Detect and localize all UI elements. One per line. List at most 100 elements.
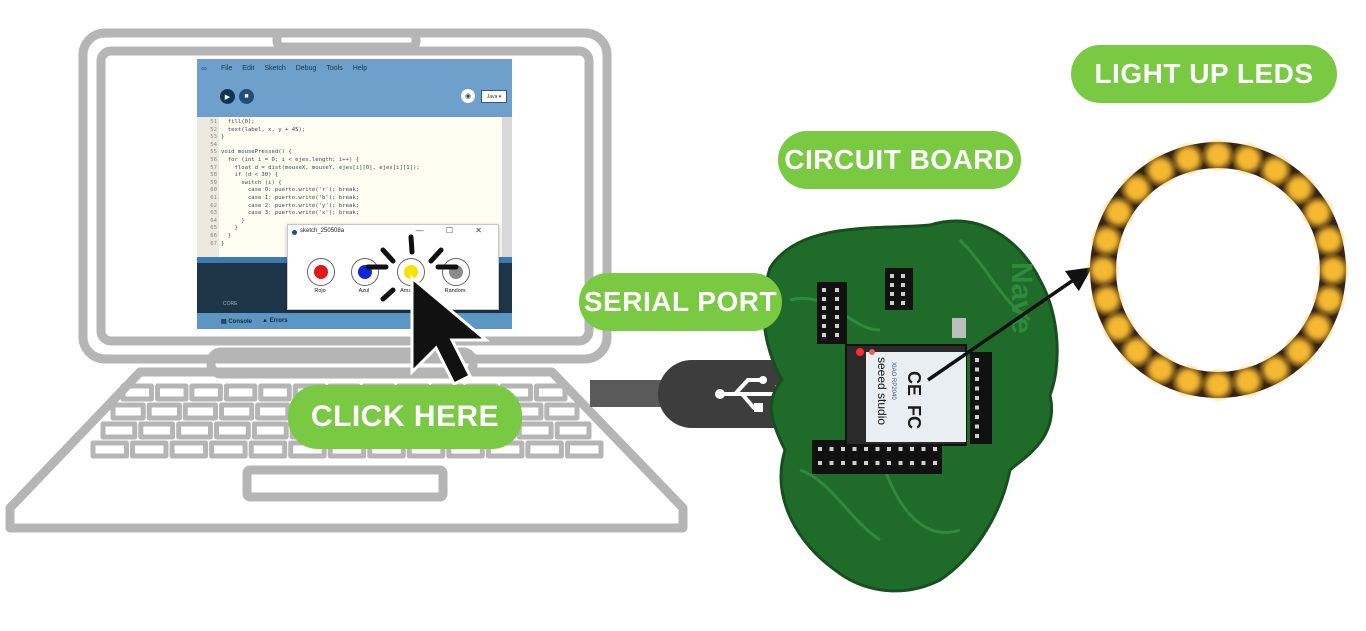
run-button[interactable]: ▶ (220, 89, 235, 104)
editor-scrollbar[interactable] (502, 117, 512, 257)
keyboard-key (223, 383, 258, 402)
code-text: for (int i = 0; i < ejes.length; i++) { (221, 156, 360, 163)
menu-item-file[interactable]: File (221, 64, 233, 72)
code-line: 61 case 1: puerto.write('b'); break; (197, 195, 420, 203)
console-tab-label: Console (228, 318, 253, 325)
menu-item-help[interactable]: Help (352, 64, 368, 72)
code-text: case 1: puerto.write('b'); break; (221, 194, 360, 201)
code-text: case 3: puerto.write('x'); break; (221, 210, 360, 217)
popup-title: sketch_250508a (300, 228, 345, 234)
line-number: 67 (210, 240, 217, 247)
line-number: 63 (210, 210, 217, 217)
code-text: float d = dist(mouseX, mouseY, ejes[i][0… (221, 164, 420, 171)
red-dot (314, 265, 328, 279)
menu-item-debug[interactable]: Debug (295, 64, 317, 72)
line-number: 61 (210, 194, 217, 201)
keyboard-key (155, 383, 189, 402)
keyboard-key (189, 383, 223, 402)
serial-monitor-button[interactable]: ◉ (461, 89, 475, 103)
line-number-gutter (197, 117, 219, 257)
line-number: 66 (210, 232, 217, 239)
code-line: 66 } (197, 233, 420, 241)
code-line: 51 fill(0); (197, 119, 420, 127)
keyboard-key (525, 440, 564, 459)
keyboard-key (209, 440, 248, 459)
code-text: if (d < 30) { (221, 172, 279, 179)
laptop-base (5, 367, 688, 533)
code-editor[interactable]: 51 fill(0);52 text(label, x, y + 45);53}… (197, 117, 502, 257)
red-button-label: Rojo (314, 288, 326, 294)
code-line: 54 (197, 142, 420, 150)
code-line: 57 float d = dist(mouseX, mouseY, ejes[i… (197, 164, 420, 173)
keyboard-key (169, 440, 209, 459)
keyboard-key (534, 383, 568, 402)
code-text: fill(0); (221, 119, 255, 125)
line-number: 58 (210, 172, 217, 179)
yellow-led-button[interactable] (397, 258, 425, 286)
line-number: 57 (210, 164, 217, 171)
code-line: 60 case 0: puerto.write('r'); break; (197, 187, 420, 195)
stop-button[interactable]: ■ (239, 89, 254, 104)
keyboard-key (214, 421, 251, 440)
line-number: 53 (210, 134, 217, 141)
code-line: 65 } (197, 225, 420, 233)
console-text: CORE (223, 301, 238, 307)
mode-select[interactable]: Java ▾ (481, 90, 507, 103)
circuit-board-label: CIRCUIT BOARD (778, 131, 1021, 189)
code-line: 53} (197, 134, 420, 142)
keyboard-key (146, 402, 182, 421)
menu-item-tools[interactable]: Tools (326, 64, 343, 72)
code-line: 52 text(label, x, y + 45); (197, 127, 420, 135)
keyboard-key (565, 440, 604, 459)
keyboard-key (248, 440, 288, 459)
code-text: case 0: puerto.write('r'); break; (221, 187, 360, 194)
errors-tab-label: Errors (269, 318, 288, 324)
light-up-leds-label: LIGHT UP LEDS (1071, 45, 1337, 103)
keyboard-key (544, 402, 580, 421)
console-tab[interactable]: ▤ Console (221, 318, 252, 325)
code-text: text(label, x, y + 45); (221, 126, 306, 133)
warning-icon: ▲ (262, 318, 270, 324)
line-number: 55 (210, 149, 217, 156)
red-led-button[interactable] (307, 258, 335, 286)
code-text: } (221, 232, 232, 239)
errors-tab[interactable]: ▲ Errors (262, 318, 288, 324)
code-text: } (221, 134, 225, 141)
code-line: 63 case 3: puerto.write('x'); break; (197, 210, 420, 218)
code-line: 62 case 2: puerto.write('y'); break; (197, 203, 420, 211)
infinity-icon: ∞ (201, 63, 207, 73)
play-icon: ▶ (224, 93, 231, 101)
yellow-dot (404, 265, 418, 279)
line-number: 56 (210, 156, 217, 163)
line-number: 65 (210, 225, 217, 232)
code-text: void mousePressed() { (221, 149, 292, 156)
line-number: 64 (210, 217, 217, 224)
menu-item-sketch[interactable]: Sketch (264, 64, 286, 72)
code-text: } (221, 225, 238, 232)
click-here-label: CLICK HERE (288, 385, 522, 449)
keyboard-key (258, 383, 292, 402)
processing-icon (292, 230, 297, 235)
blue-led-button[interactable] (351, 258, 379, 286)
code-line: 58 if (d < 30) { (197, 172, 420, 180)
code-text: switch (i) { (221, 179, 282, 186)
ide-toolbar: ▶ ■ ◉ Java ▾ sketch_250508a ▾ (197, 77, 512, 135)
laptop-trackpad (242, 465, 448, 502)
laptop-camera (272, 28, 421, 52)
monitor-icon: ◉ (464, 93, 472, 100)
line-number: 51 (210, 119, 217, 125)
code-text: } (221, 217, 245, 224)
blue-dot (358, 265, 372, 279)
keyboard-key (182, 402, 219, 421)
line-number: 60 (210, 187, 217, 194)
random-led-button[interactable] (442, 258, 470, 286)
blue-button-label: Azul (358, 288, 370, 294)
menu-item-edit[interactable]: Edit (242, 64, 255, 72)
serial-port-label: SERIAL PORT (579, 273, 782, 331)
window-controls[interactable]: — ☐ ✕ (415, 226, 492, 235)
keyboard-key (100, 421, 138, 440)
code-line: 64 } (197, 218, 420, 226)
random-button-label: Random (444, 288, 466, 294)
sketch-popup-window: sketch_250508a — ☐ ✕ Rojo Azul Amarillo … (287, 224, 499, 310)
keyboard-key (90, 440, 129, 459)
